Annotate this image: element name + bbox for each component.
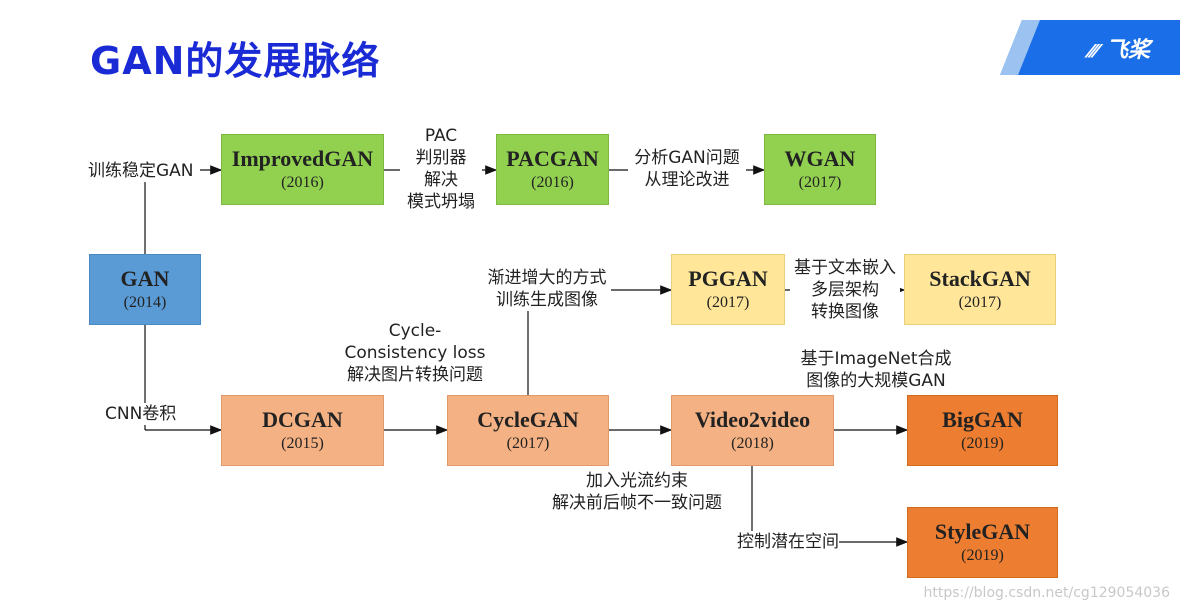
node-year: (2019) <box>961 546 1004 564</box>
label-progressive: 渐进增大的方式 训练生成图像 <box>483 267 611 311</box>
label-latent: 控制潜在空间 <box>737 531 839 553</box>
node-cyclegan: CycleGAN (2017) <box>447 395 609 466</box>
node-year: (2017) <box>506 434 550 452</box>
node-wgan: WGAN (2017) <box>764 134 876 205</box>
node-name: WGAN <box>784 145 856 171</box>
node-name: CycleGAN <box>477 406 579 432</box>
node-name: PACGAN <box>506 145 599 171</box>
node-name: GAN <box>120 265 170 291</box>
node-year: (2016) <box>531 173 574 191</box>
paddle-logo: ⁄⁄⁄ 飞桨 <box>1089 38 1150 63</box>
node-name: Video2video <box>694 406 811 432</box>
label-stable-training: 训练稳定GAN <box>88 160 194 182</box>
node-stylegan: StyleGAN (2019) <box>907 507 1058 578</box>
label-cnn: CNN卷积 <box>105 403 177 425</box>
node-year: (2015) <box>281 434 324 452</box>
node-stackgan: StackGAN (2017) <box>904 254 1056 325</box>
watermark: https://blog.csdn.net/cg129054036 <box>923 585 1170 601</box>
node-year: (2017) <box>958 293 1002 311</box>
node-year: (2018) <box>731 434 774 452</box>
node-name: ImprovedGAN <box>231 145 374 171</box>
node-name: BigGAN <box>942 406 1023 432</box>
node-year: (2016) <box>281 173 324 191</box>
node-name: DCGAN <box>262 406 343 432</box>
node-name: PGGAN <box>688 265 768 291</box>
node-year: (2014) <box>123 293 167 311</box>
node-pacgan: PACGAN (2016) <box>496 134 609 205</box>
label-optical-flow: 加入光流约束 解决前后帧不一致问题 <box>545 470 729 514</box>
node-year: (2017) <box>706 293 750 311</box>
label-text-embed: 基于文本嵌入 多层架构 转换图像 <box>790 257 900 323</box>
node-name: StyleGAN <box>934 518 1031 544</box>
node-year: (2019) <box>961 434 1004 452</box>
node-year: (2017) <box>798 173 842 191</box>
page-title: GAN的发展脉络 <box>90 39 381 83</box>
label-cycle-loss: Cycle- Consistency loss 解决图片转换问题 <box>340 320 490 386</box>
node-name: StackGAN <box>929 265 1031 291</box>
label-imagenet: 基于ImageNet合成 图像的大规模GAN <box>795 348 957 392</box>
node-dcgan: DCGAN (2015) <box>221 395 384 466</box>
node-biggan: BigGAN (2019) <box>907 395 1058 466</box>
logo-band <box>1000 20 1180 75</box>
node-pggan: PGGAN (2017) <box>671 254 785 325</box>
node-gan: GAN (2014) <box>89 254 201 325</box>
label-analyze: 分析GAN问题 从理论改进 <box>628 147 746 191</box>
label-pac: PAC 判别器 解决 模式坍塌 <box>400 125 482 213</box>
node-video2video: Video2video (2018) <box>671 395 834 466</box>
node-improvedgan: ImprovedGAN (2016) <box>221 134 384 205</box>
